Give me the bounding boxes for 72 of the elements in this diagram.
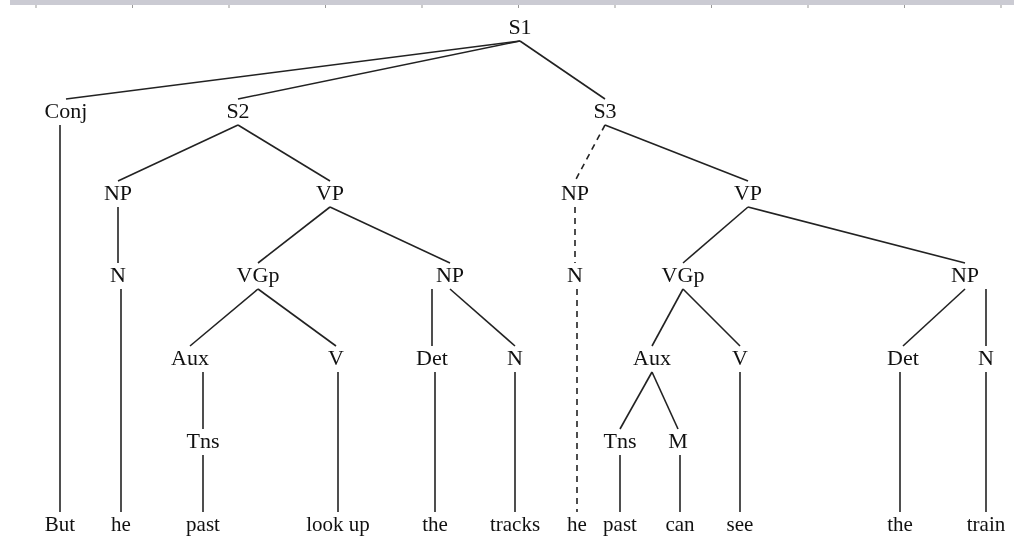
branch-line bbox=[514, 371, 516, 513]
category-label: Aux bbox=[170, 345, 210, 371]
category-label: NP bbox=[949, 262, 981, 288]
branch-line bbox=[985, 288, 987, 347]
branch-line bbox=[189, 288, 259, 347]
category-label: V bbox=[327, 345, 345, 371]
category-label: N bbox=[506, 345, 524, 371]
category-label: S3 bbox=[592, 98, 618, 124]
category-label: N bbox=[109, 262, 127, 288]
branch-line bbox=[899, 371, 901, 513]
branch-line bbox=[237, 40, 521, 100]
word-label: he bbox=[566, 511, 588, 537]
category-label: Tns bbox=[602, 428, 638, 454]
branch-line bbox=[434, 371, 436, 513]
branch-line bbox=[985, 371, 987, 513]
branch-line bbox=[117, 206, 119, 264]
dashed-branch-line bbox=[574, 124, 606, 182]
word-label: he bbox=[110, 511, 132, 537]
dashed-branch-line bbox=[574, 206, 576, 264]
branch-line bbox=[902, 288, 966, 347]
branch-line bbox=[619, 371, 653, 430]
word-label: can bbox=[664, 511, 696, 537]
category-label: N bbox=[977, 345, 995, 371]
branch-line bbox=[59, 124, 61, 513]
category-label: Aux bbox=[632, 345, 672, 371]
branch-line bbox=[202, 454, 204, 513]
branch-line bbox=[519, 40, 606, 100]
word-label: train bbox=[965, 511, 1007, 537]
branch-line bbox=[449, 288, 516, 347]
category-label: N bbox=[566, 262, 584, 288]
branch-line bbox=[619, 454, 621, 513]
category-label: V bbox=[731, 345, 749, 371]
branch-line bbox=[747, 206, 966, 264]
branch-line bbox=[337, 371, 339, 513]
branch-line bbox=[257, 206, 331, 264]
category-label: VP bbox=[314, 180, 346, 206]
category-label: VP bbox=[732, 180, 764, 206]
branch-line bbox=[120, 288, 122, 513]
word-label: look up bbox=[305, 511, 371, 537]
word-label: past bbox=[185, 511, 221, 537]
branch-line bbox=[431, 288, 433, 347]
word-label: the bbox=[421, 511, 449, 537]
category-label: Tns bbox=[185, 428, 221, 454]
word-label: tracks bbox=[488, 511, 542, 537]
category-label: NP bbox=[102, 180, 134, 206]
branch-line bbox=[117, 124, 239, 182]
category-label: S2 bbox=[225, 98, 251, 124]
branch-line bbox=[237, 124, 331, 182]
word-label: the bbox=[886, 511, 914, 537]
category-label: NP bbox=[434, 262, 466, 288]
category-label: Det bbox=[415, 345, 449, 371]
branch-line bbox=[604, 124, 749, 182]
branch-line bbox=[202, 371, 204, 430]
category-label: M bbox=[667, 428, 689, 454]
branch-line bbox=[651, 288, 684, 347]
category-label: VGp bbox=[235, 262, 281, 288]
category-label: Det bbox=[886, 345, 920, 371]
branch-line bbox=[682, 288, 741, 347]
branch-line bbox=[682, 206, 749, 264]
branch-line bbox=[651, 371, 679, 430]
word-label: But bbox=[43, 511, 77, 537]
category-label: VGp bbox=[660, 262, 706, 288]
category-label: NP bbox=[559, 180, 591, 206]
dashed-branch-line bbox=[576, 288, 578, 513]
word-label: past bbox=[602, 511, 638, 537]
category-label: S1 bbox=[507, 14, 533, 40]
branch-line bbox=[329, 206, 451, 264]
word-label: see bbox=[725, 511, 755, 537]
branch-line bbox=[739, 371, 741, 513]
branch-line bbox=[679, 454, 681, 513]
category-label: Conj bbox=[43, 98, 89, 124]
branch-line bbox=[257, 288, 337, 347]
